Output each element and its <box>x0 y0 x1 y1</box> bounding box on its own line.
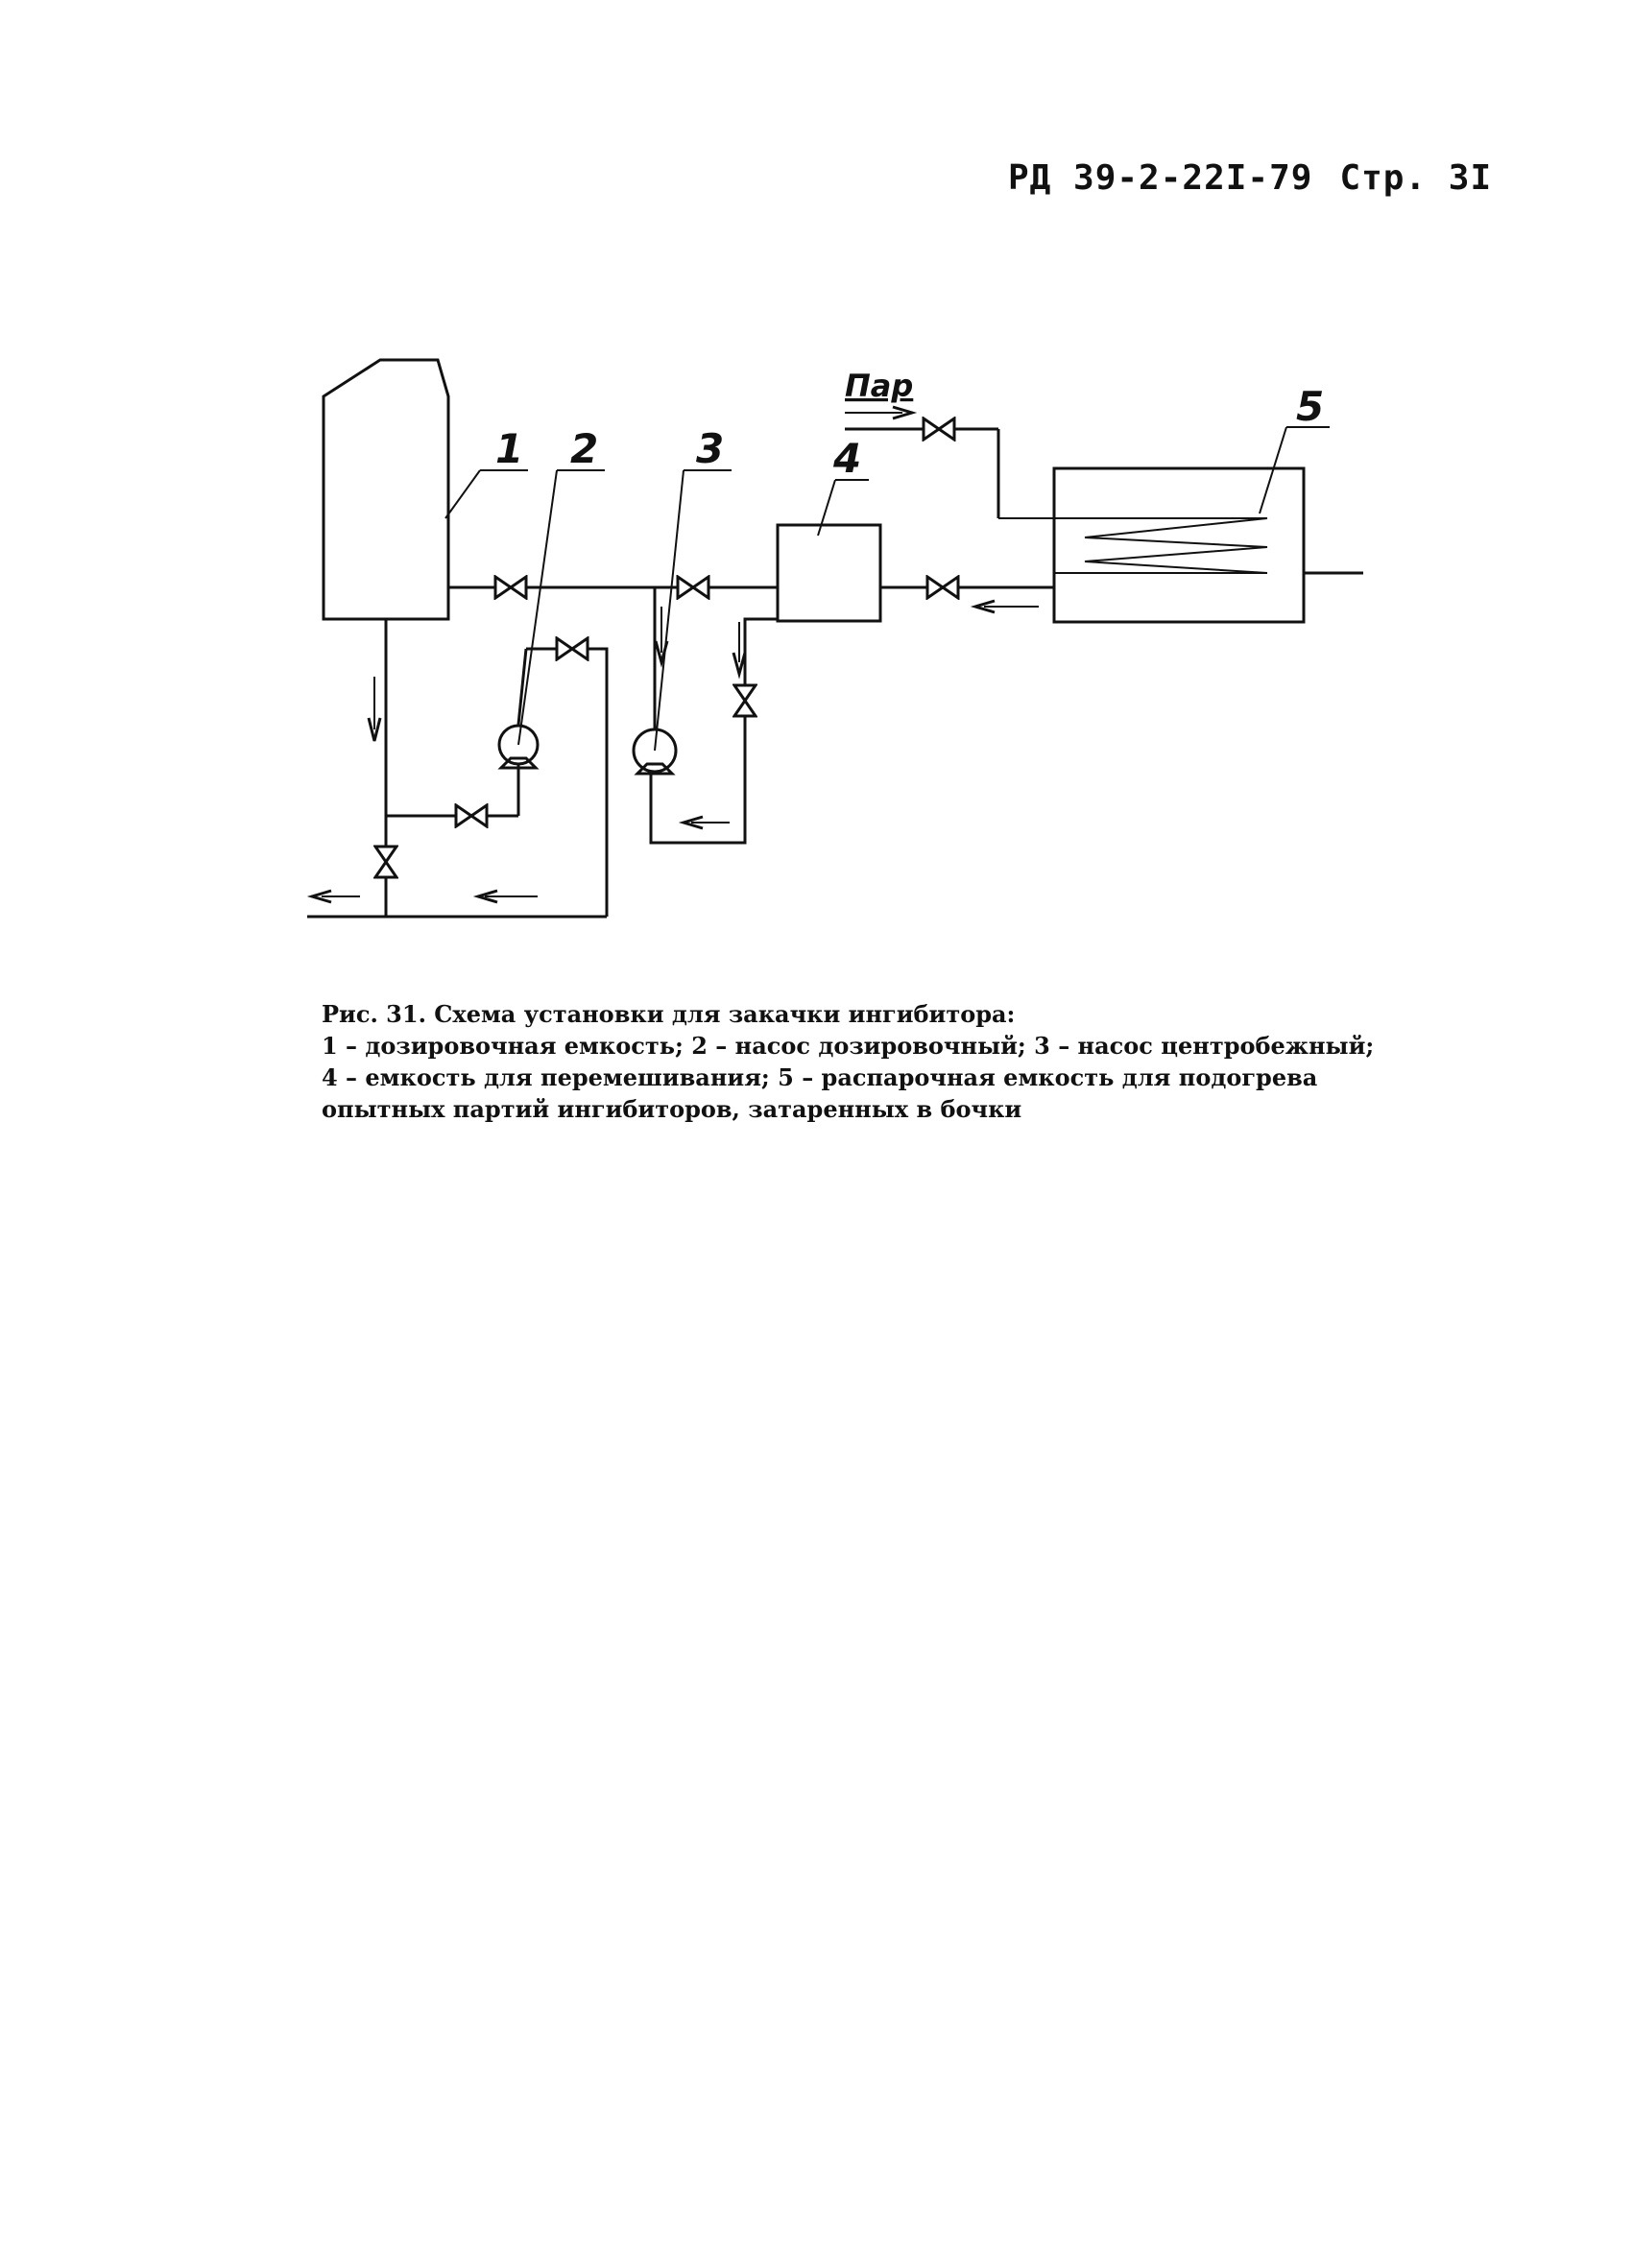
flow-arrow-head <box>367 717 382 742</box>
valve-tank-outlet <box>493 575 528 600</box>
figure-caption: Рис. 31. Схема установки для закачки инг… <box>322 998 1378 1125</box>
valve-tank4-drain <box>732 683 757 718</box>
document-code: РД 39-2-22I-79 <box>1008 158 1313 198</box>
caption-line-3: опытных партий ингибиторов, затаренных в… <box>322 1095 1022 1123</box>
label-leader-3 <box>654 469 684 752</box>
return-pipe <box>526 647 609 917</box>
valve-main <box>676 575 710 600</box>
dosing-pump-base <box>497 756 540 770</box>
label-tank: 1 <box>495 425 523 472</box>
tank4-drain-arrow-head <box>732 652 747 680</box>
valve-pump2-suction <box>454 803 489 828</box>
label-steaming-tank: 5 <box>1296 383 1324 430</box>
steam-arrow-head <box>892 405 918 420</box>
centrifugal-pump-base <box>634 762 676 776</box>
heating-arrow-head <box>970 599 996 614</box>
steaming-tank <box>1052 466 1306 624</box>
valve-heating <box>925 575 960 600</box>
valve-drain <box>373 845 398 879</box>
pump2-discharge <box>516 648 528 726</box>
label-leader-5 <box>1259 426 1287 514</box>
valve-steam <box>922 417 956 442</box>
label-steam: Пар <box>845 368 913 404</box>
label-leader-1 <box>444 469 481 519</box>
label-dosing-pump: 2 <box>570 425 598 472</box>
heating-coil <box>998 517 1268 574</box>
tank4-drain <box>743 617 778 701</box>
pump3-arrow-head <box>678 815 704 830</box>
mixing-tank <box>776 523 882 623</box>
label-centrifugal-pump: 3 <box>696 425 724 472</box>
label-leader-4 <box>817 479 836 537</box>
caption-line-2: 4 – емкость для перемешивания; 5 – распа… <box>322 1063 1318 1091</box>
caption-line-1: 1 – дозировочная емкость; 2 – насос дози… <box>322 1032 1375 1060</box>
dosing-tank <box>322 358 450 621</box>
return-arrow-head <box>472 889 498 904</box>
pump3-return <box>649 701 747 845</box>
label-leader-2 <box>517 469 558 746</box>
page-header: РД 39-2-22I-79 Стр. 3I <box>1008 158 1492 198</box>
outlet-arrow-head <box>306 889 332 904</box>
page-number: Стр. 3I <box>1339 158 1493 198</box>
valve-pump2-discharge <box>555 636 589 661</box>
caption-title: Рис. 31. Схема установки для закачки инг… <box>322 1000 1016 1028</box>
label-mixing-tank: 4 <box>832 435 861 482</box>
